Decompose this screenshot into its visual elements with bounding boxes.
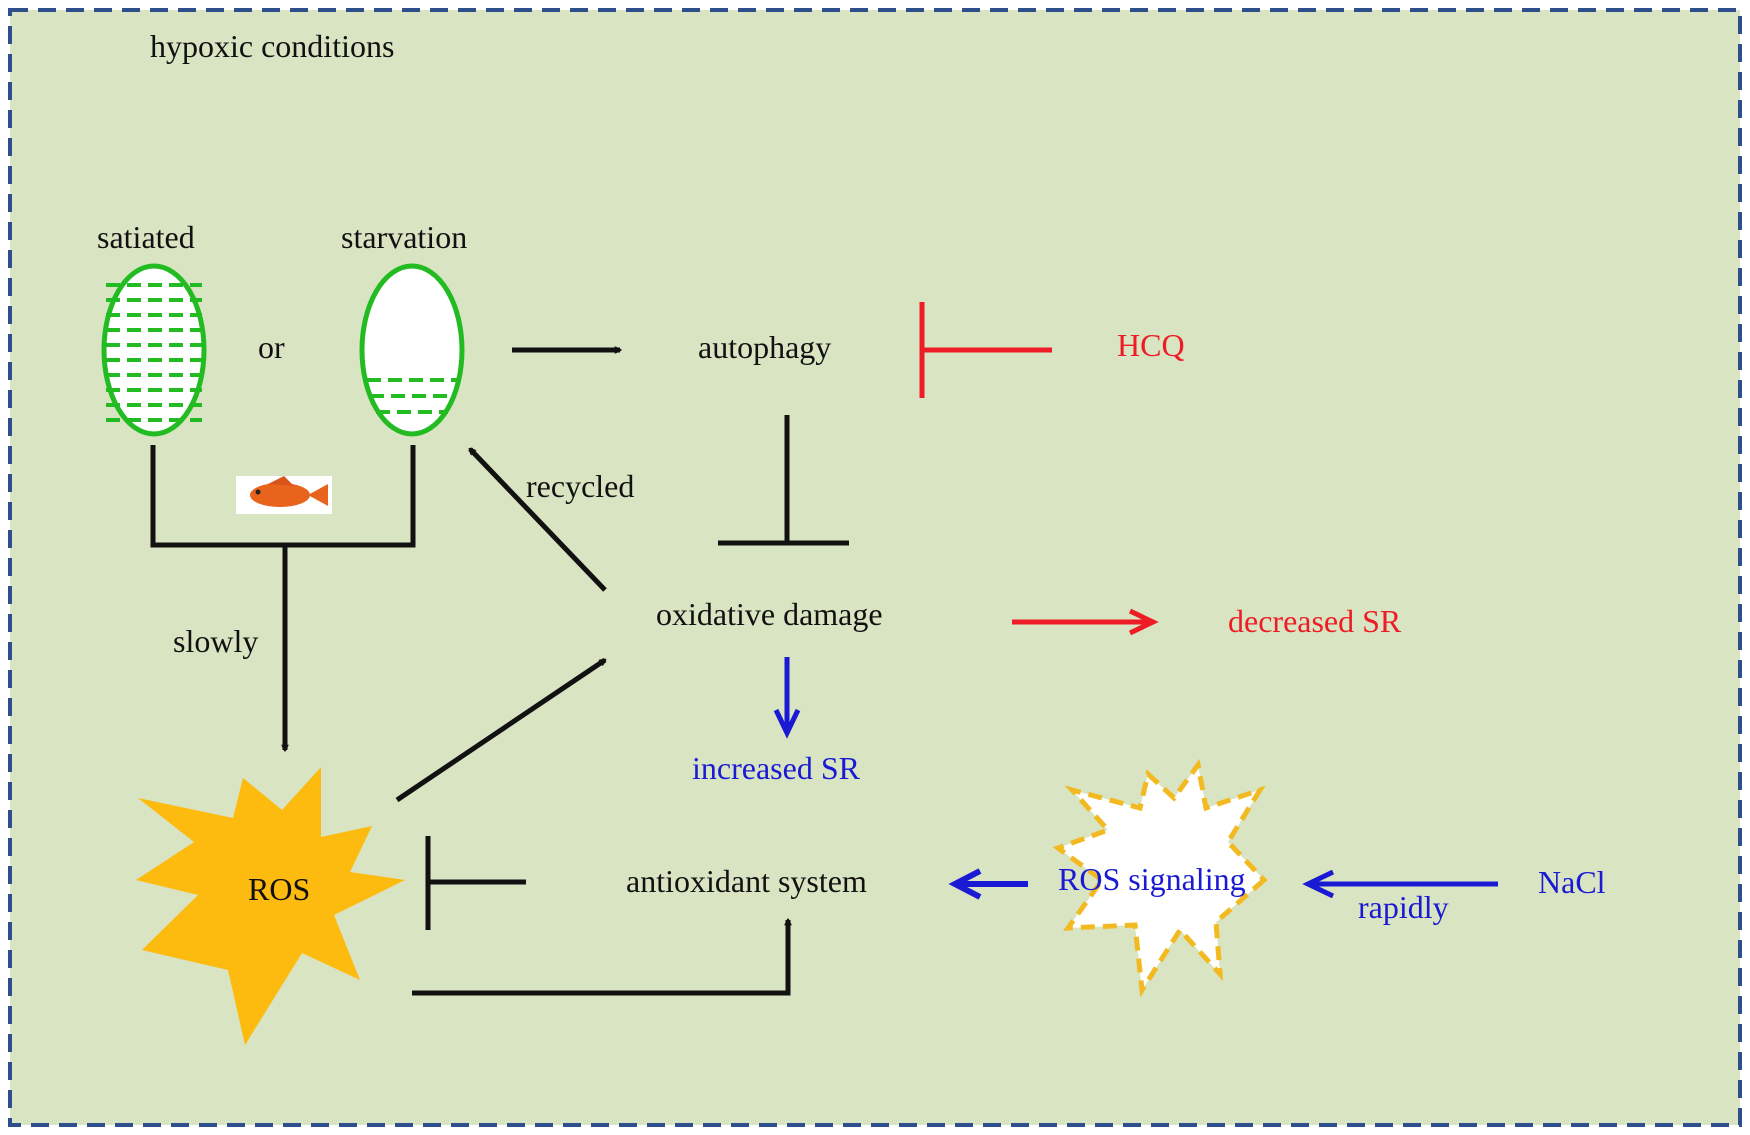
arrow-nacl-to-ros-signaling [1302,869,1498,899]
full-stomach-icon [101,263,207,437]
hcq-label: HCQ [1117,327,1185,363]
arrow-ros-signaling-to-antioxidant [948,868,1028,900]
arrow-recycled [470,449,607,592]
increased-sr-label: increased SR [692,750,861,786]
starvation-label: starvation [341,219,467,255]
ros-label: ROS [248,871,310,907]
satiated-label: satiated [97,219,195,255]
oxidative-damage-label: oxidative damage [656,596,883,632]
ros-signaling-burst-icon [1052,758,1268,998]
slowly-label: slowly [173,623,258,659]
arrow-to-decreased-sr [1012,608,1159,636]
empty-stomach-icon [359,263,465,437]
decreased-sr-label: decreased SR [1228,603,1402,639]
autophagy-label: autophagy [698,329,831,365]
recycled-label: recycled [526,468,634,504]
rapidly-label: rapidly [1358,889,1449,925]
ros-signaling-label: ROS signaling [1058,861,1246,897]
hypoxic-conditions-label: hypoxic conditions [150,28,394,64]
arrow-ros-to-oxidative-damage [395,657,605,803]
fish-icon [236,476,332,514]
antioxidant-system-label: antioxidant system [626,863,867,899]
nacl-label: NaCl [1538,864,1606,900]
ros-star-icon [136,767,405,1045]
or-label: or [258,329,285,365]
arrow-ros-to-antioxidant [412,920,788,996]
arrow-to-increased-sr [773,657,801,739]
